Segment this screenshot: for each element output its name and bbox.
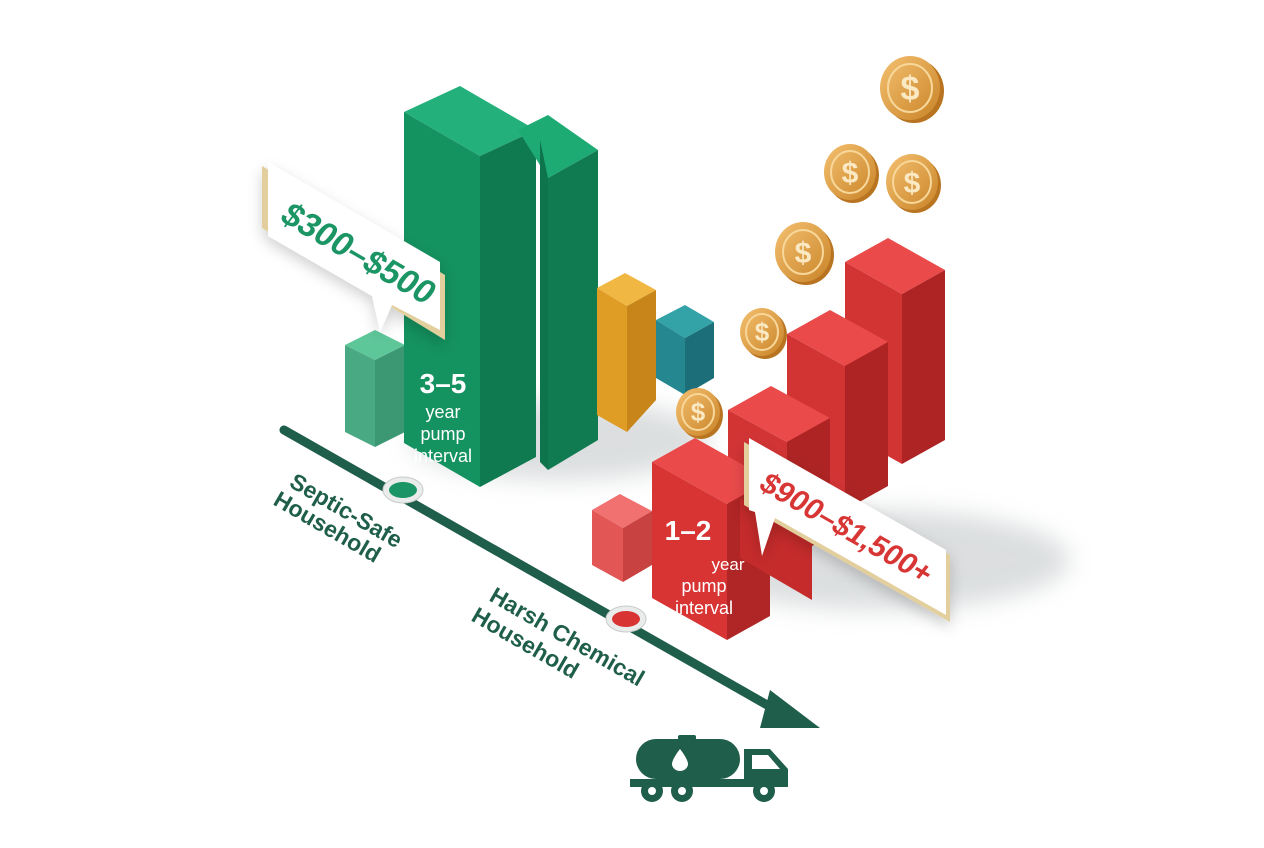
coin-symbol: $: [842, 157, 859, 190]
coin-symbol: $: [795, 237, 812, 270]
marker-dot-icon: [382, 476, 424, 504]
coin-symbol: $: [691, 397, 706, 427]
coin-symbol: $: [904, 167, 921, 200]
falling-coins: $ $ $ $ $ $: [676, 56, 944, 439]
safe-bar-teal: [656, 305, 714, 395]
safe-bar-orange: [597, 273, 656, 432]
harsh-interval-value: 1–2: [665, 515, 712, 546]
harsh-interval-unit: year: [711, 555, 744, 574]
dollar-coin-icon: $: [740, 308, 787, 359]
safe-bar-group: 3–5 year pump interval: [345, 86, 714, 487]
dollar-coin-icon: $: [824, 144, 879, 203]
safe-bar-tall-back: [518, 115, 598, 470]
coin-symbol: $: [755, 317, 770, 347]
safe-interval-value: 3–5: [420, 368, 467, 399]
harsh-bar-small: [592, 494, 652, 582]
axis-arrowhead: [760, 690, 820, 728]
household-axis: Septic-Safe Household Harsh Chemical Hou…: [270, 425, 820, 728]
septic-truck-icon: [630, 735, 788, 802]
coin-symbol: $: [901, 70, 920, 108]
marker-dot-icon: [605, 605, 647, 633]
safe-interval-unit: year: [425, 402, 460, 422]
safe-interval-line2: pump: [420, 424, 465, 444]
dollar-coin-icon: $: [886, 154, 941, 213]
dollar-coin-icon: $: [775, 222, 834, 285]
harsh-interval-line2: pump: [681, 576, 726, 596]
harsh-interval-line3: interval: [675, 598, 733, 618]
safe-bar-small: [345, 330, 405, 447]
dollar-coin-icon: $: [676, 388, 723, 439]
dollar-coin-icon: $: [880, 56, 944, 123]
safe-interval-line3: interval: [414, 446, 472, 466]
